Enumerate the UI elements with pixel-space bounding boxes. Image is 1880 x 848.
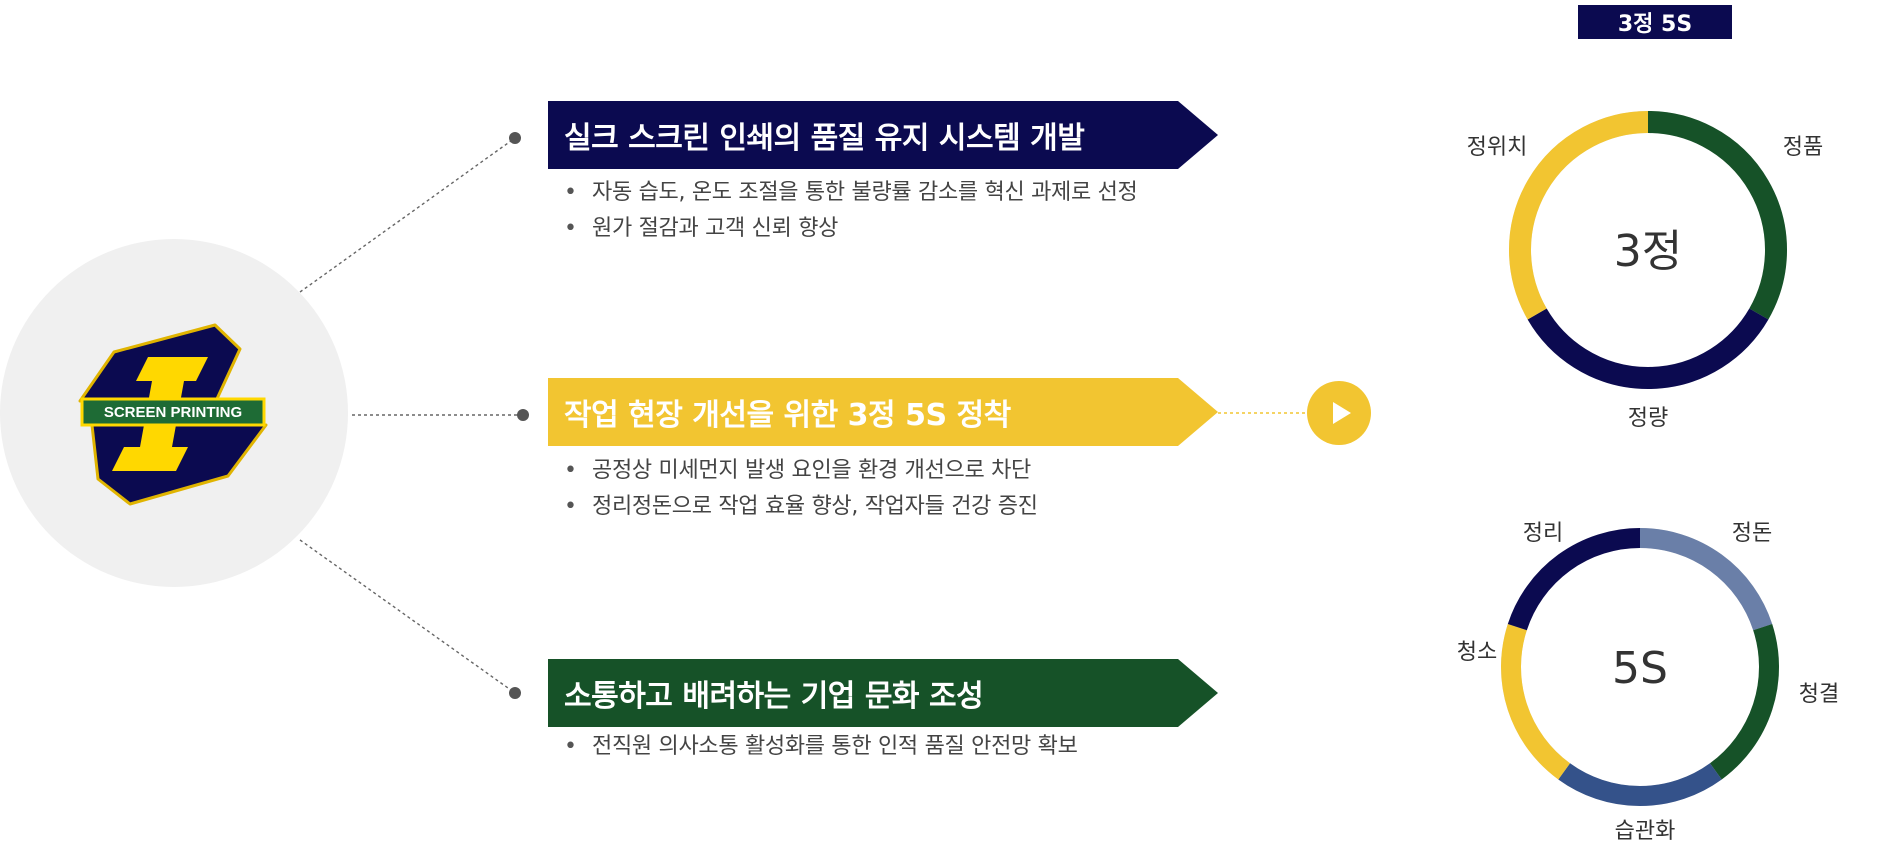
initiative-bullets-culture: 전직원 의사소통 활성화를 통한 인적 품질 안전망 확보 <box>564 729 1078 765</box>
bullet-item: 원가 절감과 고객 신뢰 향상 <box>564 211 1138 247</box>
section-tag: 3정 5S <box>1578 5 1732 39</box>
donut-label-0-0: 정품 <box>1783 135 1823 160</box>
connector-line-top <box>299 137 516 293</box>
connector-dot-middle <box>517 409 529 421</box>
donut-segment-0-1 <box>1527 308 1769 389</box>
donut-center-label-0: 3정 <box>1614 226 1682 277</box>
donut-label-0-2: 정위치 <box>1467 135 1528 160</box>
donut-label-1-4: 정리 <box>1523 521 1563 546</box>
donut-segment-1-2 <box>1558 763 1722 806</box>
donut-label-1-0: 정돈 <box>1732 521 1772 546</box>
bullet-item: 정리정돈으로 작업 효율 향상, 작업자들 건강 증진 <box>564 489 1038 525</box>
bullet-item: 자동 습도, 온도 조절을 통한 불량률 감소를 혁신 과제로 선정 <box>564 175 1138 211</box>
initiative-bullets-3s-5s: 공정상 미세먼지 발생 요인을 환경 개선으로 차단 정리정돈으로 작업 효율 … <box>564 453 1038 525</box>
play-button[interactable] <box>1307 381 1371 445</box>
bullet-item: 공정상 미세먼지 발생 요인을 환경 개선으로 차단 <box>564 453 1038 489</box>
connector-dot-bottom <box>509 687 521 699</box>
initiative-bullets-quality-system: 자동 습도, 온도 조절을 통한 불량률 감소를 혁신 과제로 선정 원가 절감… <box>564 175 1138 247</box>
connector-line-bottom <box>299 539 516 694</box>
donut-segment-1-1 <box>1709 624 1779 780</box>
donut-label-1-2: 습관화 <box>1615 819 1676 844</box>
bullet-item: 전직원 의사소통 활성화를 통한 인적 품질 안전망 확보 <box>564 729 1078 765</box>
screen-printing-logo: SCREEN PRINTING <box>78 323 268 506</box>
logo-circle: SCREEN PRINTING <box>0 239 348 587</box>
donut-label-0-1: 정량 <box>1628 406 1668 431</box>
donut-segment-1-3 <box>1501 624 1571 780</box>
initiative-banner-quality-system: 실크 스크린 인쇄의 품질 유지 시스템 개발 <box>548 101 1218 169</box>
donut-label-1-1: 청결 <box>1799 682 1839 707</box>
donut-segment-0-2 <box>1509 111 1649 320</box>
initiative-banner-culture: 소통하고 배려하는 기업 문화 조성 <box>548 659 1218 727</box>
donut-segment-0-0 <box>1647 111 1787 320</box>
donut-segment-1-0 <box>1639 528 1773 631</box>
initiative-banner-3s-5s: 작업 현장 개선을 위한 3정 5S 정착 <box>548 378 1218 446</box>
donut-label-1-3: 청소 <box>1457 640 1497 665</box>
donut-segment-1-4 <box>1507 528 1641 631</box>
logo-text-band <box>80 397 266 427</box>
play-icon <box>1333 402 1351 424</box>
donut-center-label-1: 5S <box>1612 643 1668 694</box>
logo-text: SCREEN PRINTING <box>104 404 242 421</box>
connector-dot-top <box>509 132 521 144</box>
